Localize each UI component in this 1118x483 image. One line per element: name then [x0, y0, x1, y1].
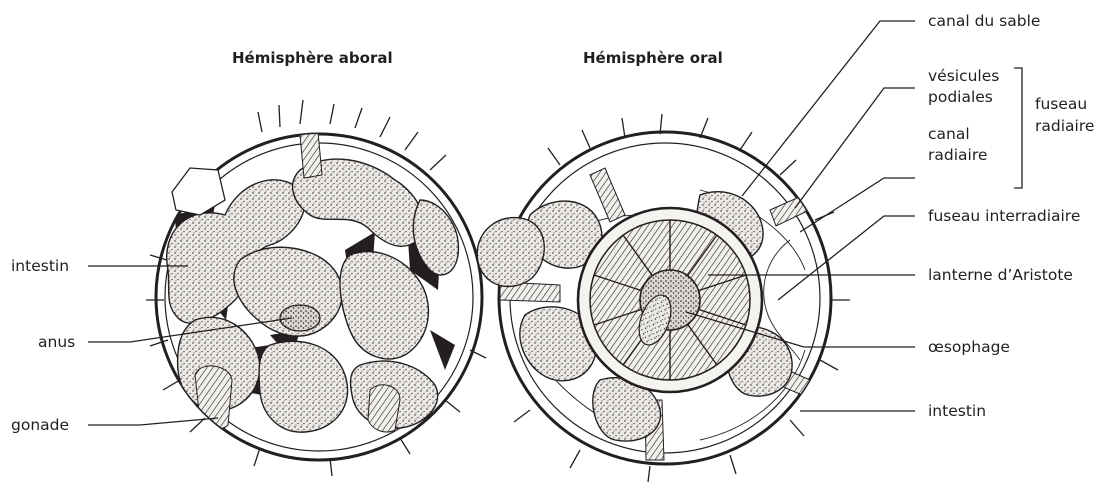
label-fuseau-radiaire-line2: radiaire: [1035, 117, 1094, 135]
label-anus: anus: [38, 333, 75, 351]
leader-canal-radiaire: [800, 178, 915, 232]
label-vesicules-line2: podiales: [928, 88, 993, 106]
sand-canal-lobe: [477, 218, 544, 287]
label-canal-line1: canal: [928, 125, 970, 143]
leader-canal-du-sable: [742, 21, 915, 196]
oral-hemisphere: [477, 114, 850, 482]
label-oesophage: œsophage: [928, 338, 1010, 356]
label-vesicules-line1: vésicules: [928, 67, 999, 85]
leader-fuseau-interradiaire: [778, 216, 915, 300]
aboral-plate-lobe: [172, 168, 225, 215]
label-gonade: gonade: [11, 416, 69, 434]
label-canal-du-sable: canal du sable: [928, 12, 1040, 30]
bracket-fuseau-radiaire: [1014, 68, 1022, 188]
label-canal-line2: radiaire: [928, 146, 987, 164]
aboral-anus: [280, 305, 320, 331]
label-lanterne: lanterne d’Aristote: [928, 266, 1073, 284]
label-fuseau-radiaire-line1: fuseau: [1035, 95, 1087, 113]
title-aboral: Hémisphère aboral: [232, 49, 393, 67]
title-oral: Hémisphère oral: [583, 49, 723, 67]
label-fuseau-interradiaire: fuseau interradiaire: [928, 207, 1080, 225]
aboral-intestine-lobe-6: [259, 341, 348, 432]
label-left-intestin: intestin: [11, 257, 69, 275]
label-right-intestin: intestin: [928, 402, 986, 420]
